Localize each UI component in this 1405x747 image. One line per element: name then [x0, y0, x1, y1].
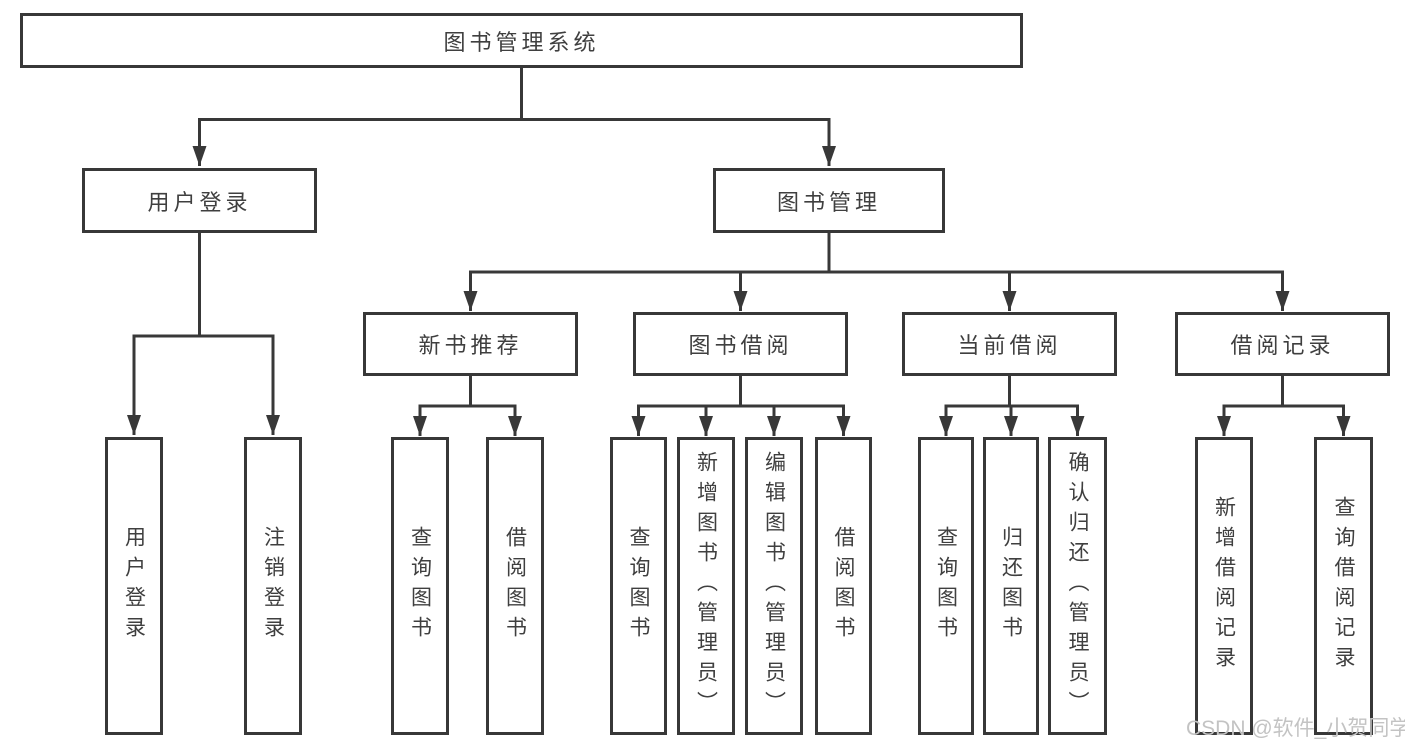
node-current-borrow: 当前借阅 — [902, 312, 1117, 376]
node-current-borrow-label: 当前借阅 — [957, 333, 1062, 358]
leaf-borrow-books-borrow: 借阅图书 — [815, 437, 872, 735]
leaf-add-book-admin: 新增图书（管理员） — [677, 437, 735, 735]
leaf-add-borrow-record: 新增借阅记录 — [1195, 437, 1253, 735]
leaf-query-borrow-record: 查询借阅记录 — [1314, 437, 1373, 735]
node-user-login: 用户登录 — [82, 168, 317, 233]
leaf-edit-book-admin: 编辑图书（管理员） — [745, 437, 803, 735]
node-book-mgmt-label: 图书管理 — [776, 189, 881, 215]
leaf-add-book-admin-label: 新增图书（管理员） — [694, 451, 718, 721]
node-root-label: 图书管理系统 — [443, 29, 600, 55]
leaf-user-login-label: 用户登录 — [122, 526, 146, 646]
leaf-confirm-return-admin-label: 确认归还（管理员） — [1066, 451, 1089, 721]
leaf-borrow-books-rec-label: 借阅图书 — [503, 526, 527, 646]
leaf-query-books-current: 查询图书 — [918, 437, 974, 735]
leaf-query-books-current-label: 查询图书 — [934, 526, 958, 646]
node-root: 图书管理系统 — [20, 13, 1023, 68]
connector-new-book-rec-children — [413, 376, 522, 436]
leaf-add-borrow-record-label: 新增借阅记录 — [1212, 496, 1236, 676]
connector-user-login-children — [127, 233, 280, 435]
node-borrow-records: 借阅记录 — [1175, 312, 1390, 376]
node-book-borrow: 图书借阅 — [633, 312, 848, 376]
node-book-borrow-label: 图书借阅 — [688, 333, 793, 358]
node-book-mgmt: 图书管理 — [713, 168, 945, 233]
leaf-query-books-rec: 查询图书 — [391, 437, 449, 735]
leaf-query-books-rec-label: 查询图书 — [408, 526, 432, 646]
leaf-borrow-books-borrow-label: 借阅图书 — [832, 526, 855, 646]
connector-book-borrow-children — [631, 376, 851, 436]
leaf-return-book: 归还图书 — [983, 437, 1039, 735]
connector-borrow-records-children — [1217, 376, 1351, 436]
connector-root-to-level2 — [192, 68, 836, 166]
leaf-edit-book-admin-label: 编辑图书（管理员） — [762, 451, 786, 721]
leaf-confirm-return-admin: 确认归还（管理员） — [1048, 437, 1107, 735]
connector-book-mgmt-to-level3 — [463, 233, 1290, 311]
leaf-user-login: 用户登录 — [105, 437, 163, 735]
node-new-book-rec-label: 新书推荐 — [418, 333, 523, 358]
leaf-query-books-borrow-label: 查询图书 — [627, 526, 650, 646]
leaf-logout: 注销登录 — [244, 437, 302, 735]
watermark: CSDN @软件_小贺同学 — [1186, 717, 1405, 740]
leaf-borrow-books-rec: 借阅图书 — [486, 437, 544, 735]
node-borrow-records-label: 借阅记录 — [1230, 333, 1335, 358]
node-new-book-rec: 新书推荐 — [363, 312, 578, 376]
connector-current-borrow-children — [939, 376, 1085, 436]
leaf-return-book-label: 归还图书 — [999, 526, 1023, 646]
leaf-query-books-borrow: 查询图书 — [610, 437, 667, 735]
leaf-query-borrow-record-label: 查询借阅记录 — [1332, 496, 1355, 676]
leaf-logout-label: 注销登录 — [261, 526, 285, 646]
node-user-login-label: 用户登录 — [147, 189, 252, 215]
